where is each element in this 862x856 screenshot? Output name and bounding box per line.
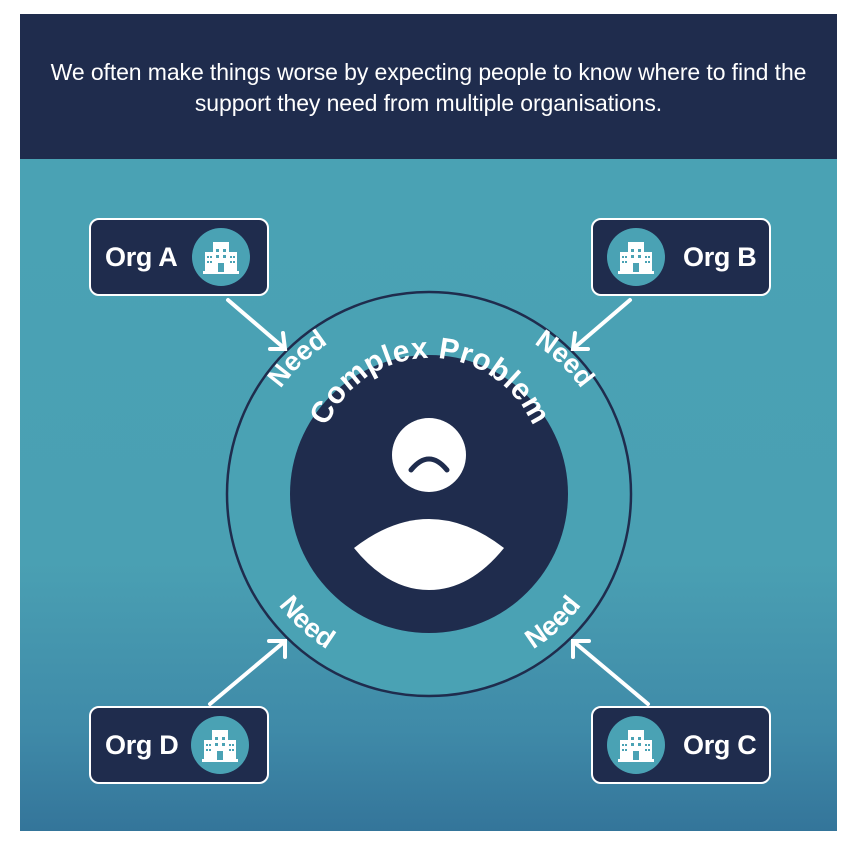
org-a-label: Org A (105, 241, 178, 272)
org-d-label: Org D (105, 729, 179, 760)
header-banner: We often make things worse by expecting … (20, 14, 837, 159)
building-icon (190, 716, 249, 774)
building-icon (607, 716, 665, 774)
inner-circle (290, 355, 568, 633)
org-c-box: Org C (591, 706, 771, 784)
arrow-org-a (226, 298, 288, 351)
arrow-org-b (570, 298, 632, 351)
org-b-label: Org B (683, 241, 757, 272)
arrow-org-c (571, 639, 650, 706)
sad-person-icon (354, 418, 504, 590)
header-text: We often make things worse by expecting … (50, 58, 807, 116)
org-a-box: Org A (89, 218, 269, 296)
arrow-org-d (208, 639, 287, 706)
building-icon (191, 228, 250, 286)
building-icon (607, 228, 665, 286)
org-d-box: Org D (89, 706, 269, 784)
org-b-box: Org B (591, 218, 771, 296)
org-c-label: Org C (683, 729, 757, 760)
